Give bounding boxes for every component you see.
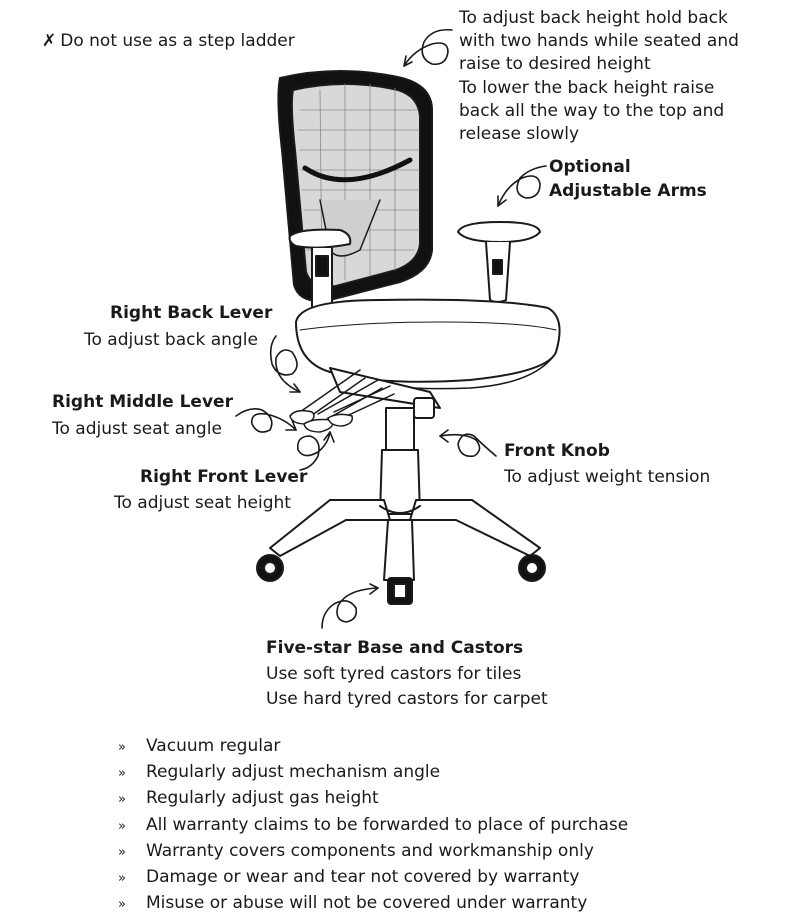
bullet-icon: » — [118, 766, 126, 782]
bullet-icon: » — [118, 844, 126, 860]
back-height-line: To adjust back height hold back — [459, 8, 728, 28]
front-knob-desc: To adjust weight tension — [504, 467, 711, 487]
front-knob-title: Front Knob — [504, 441, 610, 461]
list-item: »Regularly adjust mechanism angle — [118, 760, 628, 786]
middle-lever-desc: To adjust seat angle — [52, 419, 222, 439]
step-ladder-warning: ✗Do not use as a step ladder — [42, 30, 295, 53]
cross-icon: ✗ — [42, 31, 57, 51]
list-item: »Regularly adjust gas height — [118, 786, 628, 812]
base-line-tiles: Use soft tyred castors for tiles — [266, 664, 522, 684]
list-item: »Warranty covers components and workmans… — [118, 839, 628, 865]
bullet-icon: » — [118, 792, 126, 808]
bullet-icon: » — [118, 897, 126, 913]
arrow-arms — [497, 165, 547, 207]
back-height-line: back all the way to the top and — [459, 101, 725, 121]
list-item: »Damage or wear and tear not covered by … — [118, 865, 628, 891]
front-lever-title: Right Front Lever — [140, 467, 308, 487]
back-height-line: release slowly — [459, 124, 580, 144]
list-item: »Misuse or abuse will not be covered und… — [118, 891, 628, 917]
gas-lift — [385, 407, 415, 451]
arrow-front-lever — [296, 431, 335, 471]
back-lever-title: Right Back Lever — [110, 303, 273, 323]
front-lever-desc: To adjust seat height — [114, 493, 291, 513]
arms-title-line2: Adjustable Arms — [549, 181, 707, 201]
front-knob — [413, 397, 435, 419]
levers — [289, 369, 395, 433]
castors — [256, 554, 546, 605]
arrow-middle-lever — [235, 408, 297, 433]
armrest-left — [288, 228, 352, 249]
armrest-right — [457, 221, 541, 243]
bullet-icon: » — [118, 818, 126, 834]
bullet-icon: » — [118, 871, 126, 887]
bullet-icon: » — [118, 740, 126, 755]
list-item: »Vacuum regular — [118, 734, 628, 760]
arrow-front-knob — [439, 429, 497, 458]
middle-lever-title: Right Middle Lever — [52, 392, 233, 412]
warning-text: Do not use as a step ladder — [60, 31, 295, 51]
back-lever-desc: To adjust back angle — [84, 330, 258, 350]
arrow-base — [321, 583, 379, 629]
base-title: Five-star Base and Castors — [266, 638, 524, 658]
care-warranty-list: »Vacuum regular »Regularly adjust mechan… — [118, 734, 628, 917]
back-height-line: raise to desired height — [459, 54, 651, 74]
arrow-back-height — [403, 28, 453, 67]
arms-title-line1: Optional — [549, 157, 631, 177]
back-height-line: with two hands while seated and — [459, 31, 739, 51]
arrow-back-lever — [269, 335, 301, 393]
list-item: »All warranty claims to be forwarded to … — [118, 813, 628, 839]
base-line-carpet: Use hard tyred castors for carpet — [266, 689, 548, 709]
back-height-line: To lower the back height raise — [459, 78, 715, 98]
